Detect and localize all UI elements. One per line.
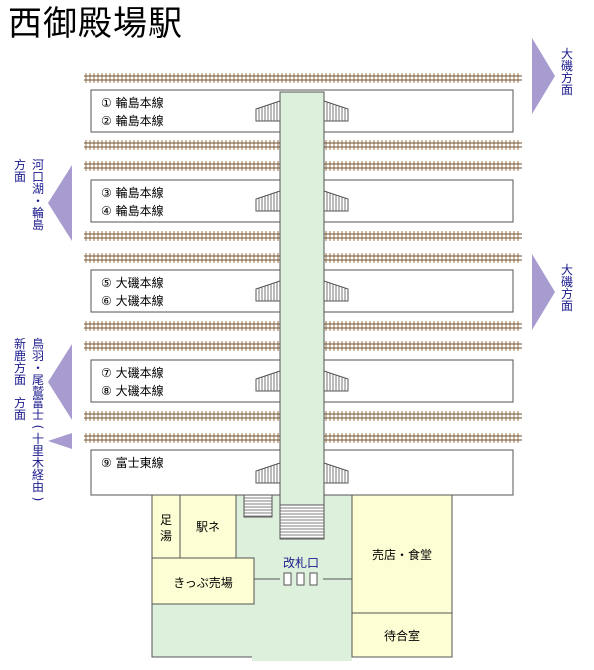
svg-text:大: 大 (561, 47, 573, 61)
ticket-gate-label: 改札口 (283, 556, 319, 570)
svg-text:富: 富 (32, 395, 44, 410)
platform-line-label: ⑧ 大磯本線 (101, 383, 164, 398)
svg-text:磯: 磯 (561, 59, 573, 73)
waiting-room (351, 612, 453, 658)
stair-right (323, 280, 349, 302)
svg-text:口: 口 (32, 170, 44, 184)
platform-line-label: ⑨ 富士東線 (101, 455, 164, 470)
svg-text:面: 面 (14, 373, 26, 387)
direction-arrow (48, 433, 72, 449)
ticket-office (151, 557, 255, 605)
stair-left (255, 462, 281, 484)
svg-text:河: 河 (32, 158, 44, 172)
platform-line-label: ② 輪島本線 (101, 113, 164, 128)
svg-text:方: 方 (14, 360, 26, 375)
svg-text:鷲: 鷲 (32, 385, 44, 399)
svg-text:方: 方 (561, 286, 573, 301)
svg-text:由: 由 (32, 480, 44, 494)
shop-restaurant (351, 494, 453, 614)
svg-text:士: 士 (32, 408, 44, 422)
svg-text:方: 方 (14, 157, 26, 172)
stair-left (255, 370, 281, 392)
svg-text:・: ・ (32, 361, 44, 375)
svg-text:大: 大 (561, 263, 573, 277)
stair-right (323, 370, 349, 392)
stair-right (323, 462, 349, 484)
svg-text:十: 十 (32, 432, 44, 446)
stair-right (323, 190, 349, 212)
stair-left (255, 100, 281, 122)
svg-text:面: 面 (561, 299, 573, 313)
svg-text:方: 方 (561, 70, 573, 85)
ekinet-label: 駅ネ (196, 520, 220, 534)
svg-text:尾: 尾 (32, 373, 44, 387)
svg-text:輪: 輪 (32, 205, 44, 220)
track-1 (84, 73, 522, 83)
svg-text:面: 面 (561, 83, 573, 97)
platform-line-label: ④ 輪島本線 (101, 203, 164, 218)
svg-text:湯: 湯 (160, 529, 172, 543)
direction-2: 河口湖・輪島 方面 (14, 157, 72, 241)
svg-text:経: 経 (32, 468, 44, 482)
svg-text:鳥: 鳥 (32, 336, 44, 351)
svg-text:(: ( (31, 425, 45, 430)
platform-stairs (255, 100, 349, 484)
platform-line-label: ① 輪島本線 (101, 95, 164, 110)
direction-arrow (532, 38, 555, 114)
footbath-room (151, 494, 181, 559)
track-9 (84, 433, 522, 443)
direction-arrow (48, 344, 72, 420)
shop-label: 売店・食堂 (372, 547, 432, 562)
waiting-room-label: 待合室 (384, 628, 420, 643)
platform-line-label: ⑥ 大磯本線 (101, 293, 164, 308)
platform-line-label: ⑦ 大磯本線 (101, 365, 164, 380)
footbath-label: 足 (160, 513, 172, 527)
overpass-stairs (279, 504, 325, 540)
svg-text:新: 新 (14, 336, 26, 351)
svg-text:鹿: 鹿 (14, 348, 26, 363)
svg-text:羽: 羽 (32, 349, 44, 363)
svg-text:島: 島 (32, 217, 44, 232)
ticket-office-label: きっぷ売場 (173, 575, 233, 590)
ticket-gate (254, 572, 352, 586)
platform-line-label: ③ 輪島本線 (101, 185, 164, 200)
svg-text:木: 木 (32, 456, 44, 470)
stair-left (255, 280, 281, 302)
svg-text:方: 方 (14, 395, 26, 410)
svg-text:里: 里 (32, 444, 44, 458)
platform-line-label: ⑤ 大磯本線 (101, 275, 164, 290)
concourse-stairs (243, 494, 273, 518)
concourse-exit (252, 655, 352, 661)
svg-text:): ) (31, 497, 45, 502)
svg-text:湖: 湖 (32, 181, 44, 196)
stair-left (255, 190, 281, 212)
stair-right (323, 100, 349, 122)
overpass (279, 91, 325, 506)
svg-text:面: 面 (14, 408, 26, 422)
svg-text:・: ・ (32, 194, 44, 208)
direction-arrow (48, 165, 72, 241)
svg-text:面: 面 (14, 170, 26, 184)
svg-text:磯: 磯 (561, 275, 573, 289)
station-title: 西御殿場駅 (8, 4, 183, 44)
direction-arrow (532, 254, 555, 330)
